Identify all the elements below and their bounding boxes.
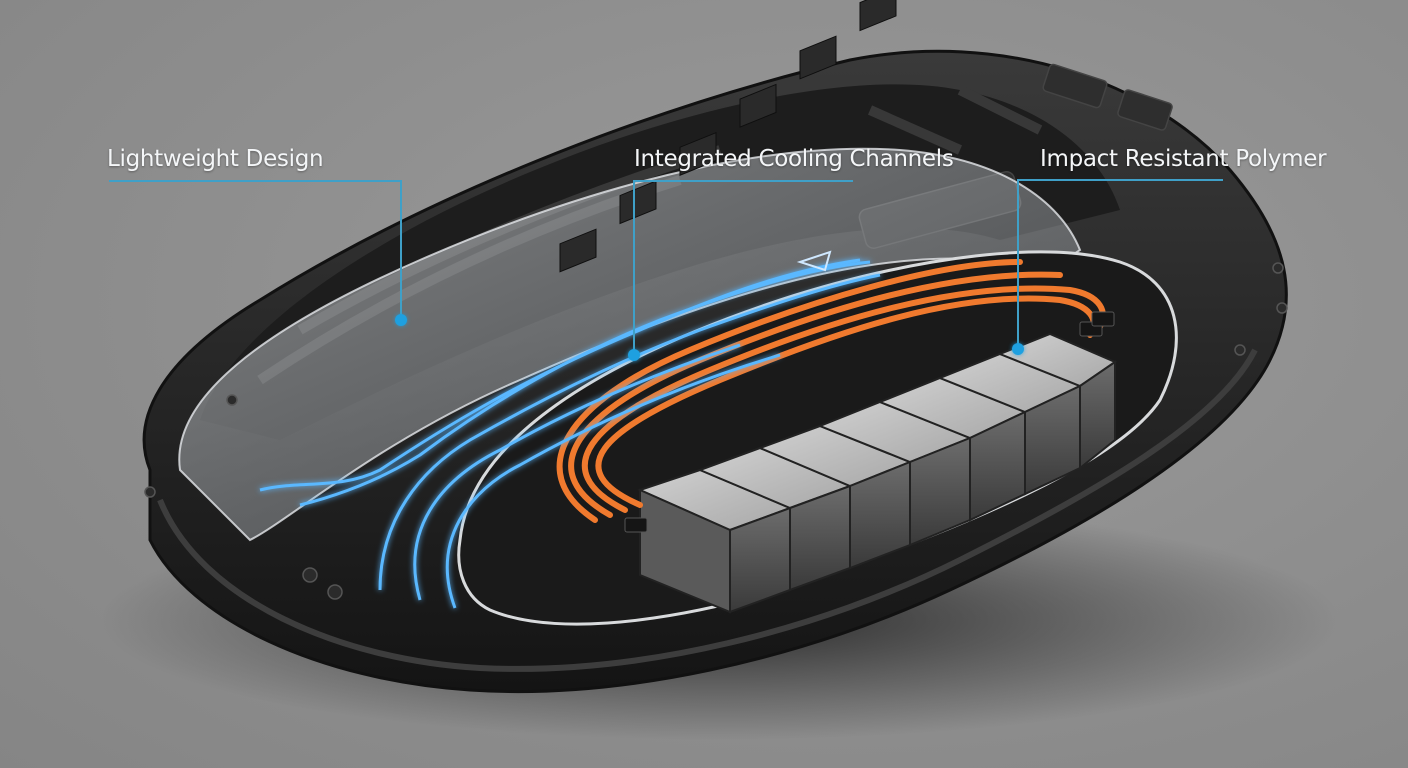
leader-dot-lightweight-design bbox=[395, 314, 407, 326]
cooling-channels bbox=[259, 258, 881, 609]
leader-line-lightweight-design-h bbox=[109, 180, 402, 182]
busbar-row bbox=[559, 0, 897, 273]
shell-rim bbox=[157, 348, 1258, 672]
leader-line-polymer-h bbox=[1018, 179, 1223, 181]
cable-connectors bbox=[624, 311, 1115, 533]
callout-label-lightweight-design: Lightweight Design bbox=[107, 146, 324, 172]
leader-dot-impact-resistant-polymer bbox=[1012, 343, 1024, 355]
battery-module bbox=[757, 424, 913, 570]
leader-line-lightweight-design-v bbox=[400, 180, 402, 320]
callout-label-impact-resistant-polymer: Impact Resistant Polymer bbox=[1040, 146, 1327, 172]
leader-line-polymer-v bbox=[1017, 179, 1019, 349]
battery-modules bbox=[637, 332, 1118, 614]
transparent-lid bbox=[178, 147, 1082, 542]
battery-module bbox=[997, 332, 1118, 471]
battery-module bbox=[697, 446, 853, 592]
leader-dot-cooling-channels bbox=[628, 349, 640, 361]
leader-line-cooling-v bbox=[633, 180, 635, 355]
callout-label-integrated-cooling-channels: Integrated Cooling Channels bbox=[634, 146, 954, 172]
mounting-bosses bbox=[144, 262, 1288, 600]
cooling-channel-highlight bbox=[796, 250, 832, 272]
leader-line-cooling-h bbox=[634, 180, 853, 182]
